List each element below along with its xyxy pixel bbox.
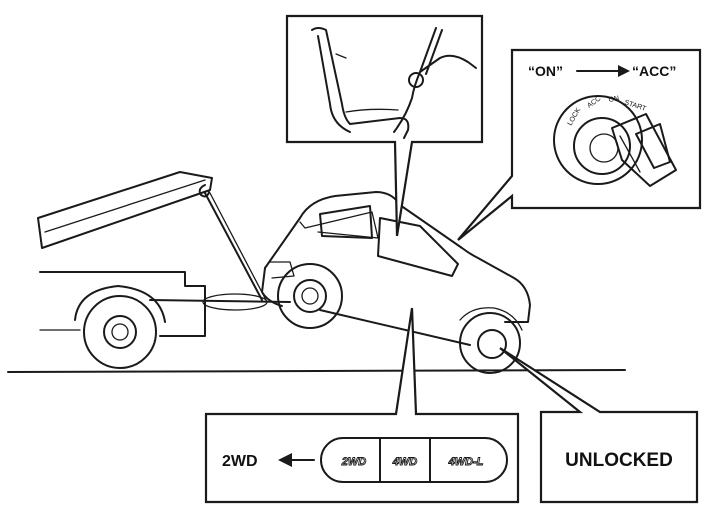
ignition-callout: “ON” “ACC” LOCK ACC ON START [458, 50, 700, 240]
transfer-position-4wd: 4WD [392, 456, 418, 468]
ignition-to-label: “ACC” [632, 63, 676, 79]
ignition-from-label: “ON” [528, 63, 563, 79]
transfer-label: 2WD [222, 453, 258, 470]
transfer-position-4wd-l: 4WD-L [448, 456, 484, 468]
transfer-position-2wd: 2WD [341, 456, 367, 468]
hub-status-label: UNLOCKED [565, 450, 673, 471]
tow-truck [38, 172, 290, 368]
transfer-callout: 2WD 2WD 4WD 4WD-L [206, 308, 518, 502]
hub-callout: UNLOCKED [500, 348, 697, 502]
